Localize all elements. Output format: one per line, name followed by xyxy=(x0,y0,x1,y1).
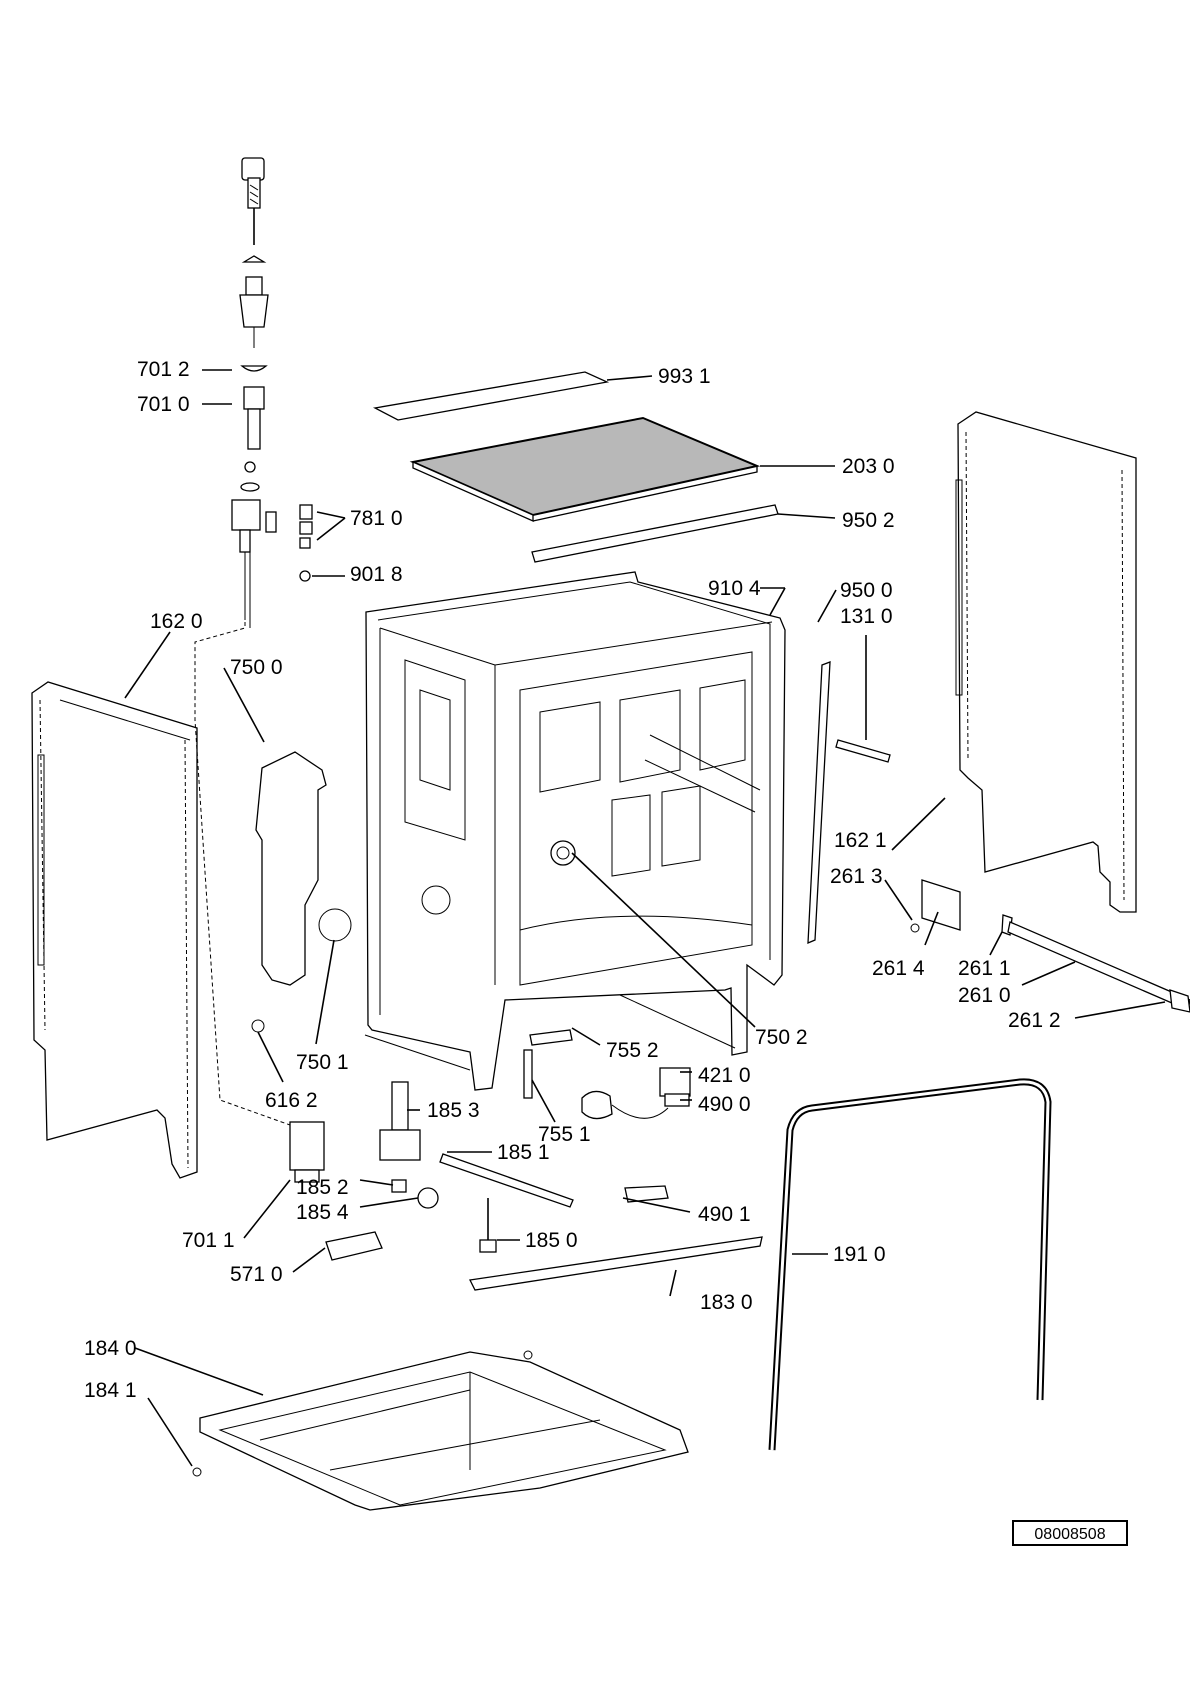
label-131-0: 131 0 xyxy=(840,605,893,628)
label-203-0: 203 0 xyxy=(842,455,895,478)
label-571-0: 571 0 xyxy=(230,1263,283,1286)
label-261-4: 261 4 xyxy=(872,957,925,980)
label-750-2: 750 2 xyxy=(755,1026,808,1049)
base-strip-183 xyxy=(469,1236,763,1291)
tub-frame xyxy=(364,571,786,1091)
label-261-1: 261 1 xyxy=(958,957,1011,980)
label-184-1: 184 1 xyxy=(84,1379,137,1402)
label-185-4: 185 4 xyxy=(296,1201,349,1224)
door-seal-inner xyxy=(770,1080,1050,1451)
pressure-switch-assembly xyxy=(581,1067,691,1120)
seal-ring-750-1 xyxy=(318,908,352,942)
document-number: 08008508 xyxy=(1012,1520,1128,1546)
label-755-2: 755 2 xyxy=(606,1039,659,1062)
label-701-1: 701 1 xyxy=(182,1229,235,1252)
label-901-8: 901 8 xyxy=(350,563,403,586)
label-701-0: 701 0 xyxy=(137,393,190,416)
side-panel-right xyxy=(955,411,1137,913)
label-261-0: 261 0 xyxy=(958,984,1011,1007)
label-616-2: 616 2 xyxy=(265,1089,318,1112)
label-781-0: 781 0 xyxy=(350,507,403,530)
worktop-panel xyxy=(409,416,761,522)
label-185-0: 185 0 xyxy=(525,1229,578,1252)
label-755-1: 755 1 xyxy=(538,1123,591,1146)
label-184-0: 184 0 xyxy=(84,1337,137,1360)
label-950-2: 950 2 xyxy=(842,509,895,532)
door-seal xyxy=(768,1078,1052,1451)
leader-lines xyxy=(124,369,1166,1467)
label-185-3: 185 3 xyxy=(427,1099,480,1122)
label-261-2: 261 2 xyxy=(1008,1009,1061,1032)
label-750-1: 750 1 xyxy=(296,1051,349,1074)
label-191-0: 191 0 xyxy=(833,1243,886,1266)
side-trim-strip xyxy=(807,661,831,945)
spring-755-1 xyxy=(523,1049,533,1099)
hose-path xyxy=(194,552,291,1126)
label-750-0: 750 0 xyxy=(230,656,283,679)
label-950-0: 950 0 xyxy=(840,579,893,602)
bracket-755-2 xyxy=(529,1029,573,1046)
switch-490-1 xyxy=(624,1185,669,1203)
label-185-2: 185 2 xyxy=(296,1176,349,1199)
label-701-2: 701 2 xyxy=(137,358,190,381)
label-421-0: 421 0 xyxy=(698,1064,751,1087)
label-490-1: 490 1 xyxy=(698,1203,751,1226)
label-183-0: 183 0 xyxy=(700,1291,753,1314)
spring-parts xyxy=(299,504,313,582)
hinge-part-131 xyxy=(835,739,891,763)
side-panel-left xyxy=(31,681,198,1179)
label-185-1: 185 1 xyxy=(497,1141,550,1164)
label-993-1: 993 1 xyxy=(658,365,711,388)
top-insulation-strip xyxy=(372,371,610,421)
label-261-3: 261 3 xyxy=(830,865,883,888)
valve-571 xyxy=(325,1231,383,1261)
base-tray xyxy=(192,1350,689,1511)
label-490-0: 490 0 xyxy=(698,1093,751,1116)
label-910-4: 910 4 xyxy=(708,577,761,600)
inlet-valve-assembly xyxy=(231,157,277,628)
side-cover-750 xyxy=(255,751,327,986)
label-162-1: 162 1 xyxy=(834,829,887,852)
hinge-701-1 xyxy=(251,1019,325,1183)
rail-brackets xyxy=(910,879,1190,1013)
label-162-0: 162 0 xyxy=(150,610,203,633)
